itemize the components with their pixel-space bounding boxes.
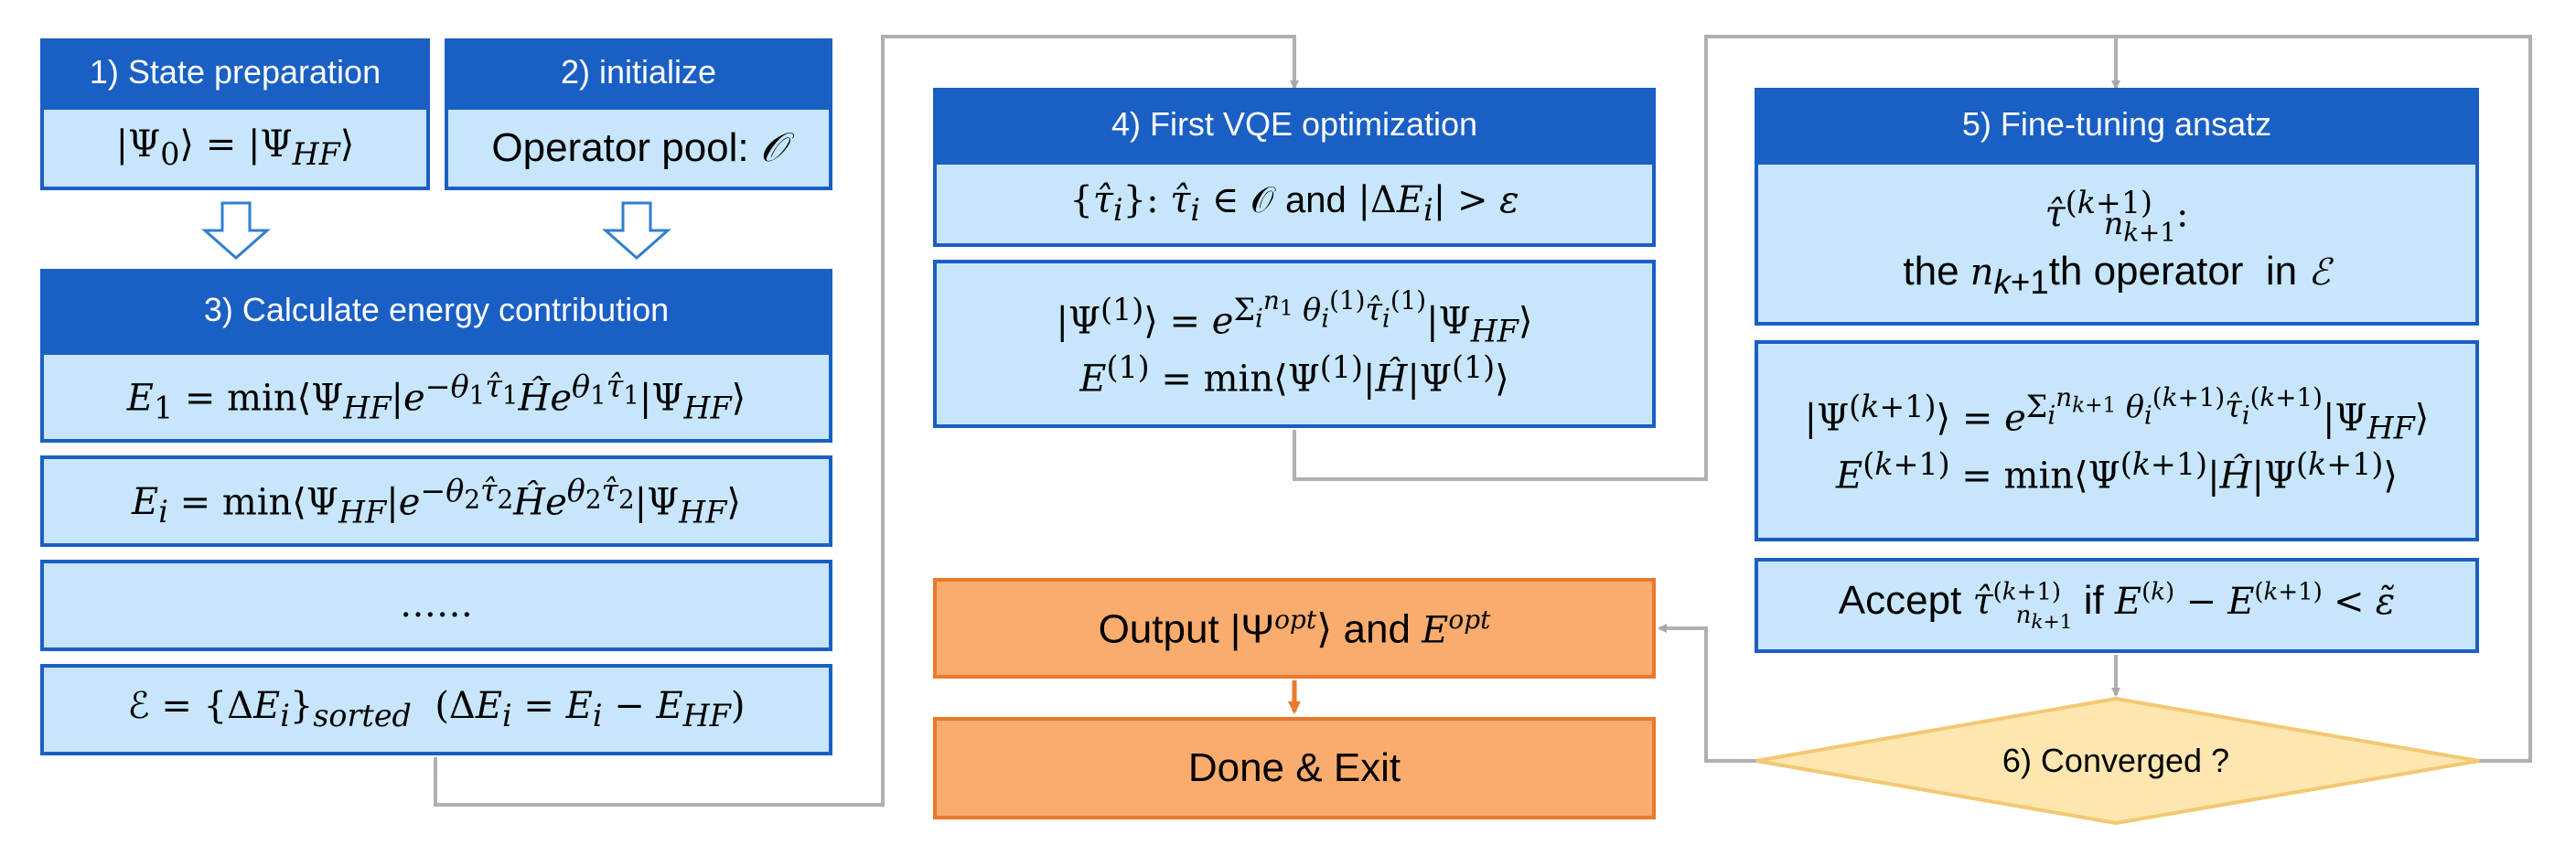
output-label: Output |Ψopt⟩ and Eopt [1098, 604, 1491, 652]
converged-diamond [1755, 696, 2480, 826]
accept-criterion: Accept τ̂(k+1)nk+1 if E(k) − E(k+1) < ε̃ [1838, 577, 2396, 634]
vqe-energy-equation: E(1) = min⟨Ψ(1)|Ĥ|Ψ(1)⟩ [1079, 349, 1509, 401]
energy-ei-equation: Ei = min⟨ΨHF|e−θ2τ̂2Ĥeθ2τ̂2|ΨHF⟩ [132, 472, 741, 530]
connector-6-to-output [1658, 624, 1756, 763]
step3-row-4: ℰ = {ΔEi}sorted (ΔEi = Ei − EHF) [40, 664, 832, 755]
vqe-state-equation: |Ψ(1)⟩ = eΣin1 θi(1)τ̂i(1)|ΨHF⟩ [1056, 285, 1533, 349]
connector-3-to-4 [434, 35, 1299, 807]
next-operator-symbol: τ̂(k+1)nk+1: [2045, 184, 2189, 248]
block-arrow-2 [602, 201, 671, 261]
step1-content: |Ψ0⟩ = |ΨHF⟩ [40, 106, 430, 190]
step2-content: Operator pool: 𝒪 [445, 106, 832, 190]
step4-condition: {τ̂i}: τ̂i ∈ 𝒪 and |ΔEi| > ε [933, 161, 1656, 247]
step5-operator: τ̂(k+1)nk+1: the nk+1th operator in ℰ [1755, 161, 2479, 326]
connector-4-to-5 [1293, 35, 2120, 481]
finetune-energy-equation: E(k+1) = min⟨Ψ(k+1)|Ĥ|Ψ(k+1)⟩ [1836, 446, 2398, 498]
step3-header: 3) Calculate energy contribution [40, 269, 832, 351]
step3-row-2: Ei = min⟨ΨHF|e−θ2τ̂2Ĥeθ2τ̂2|ΨHF⟩ [40, 455, 832, 547]
ellipsis: …… [400, 583, 473, 626]
output-box: Output |Ψopt⟩ and Eopt [933, 578, 1656, 679]
done-exit-box: Done & Exit [933, 717, 1656, 819]
step4-state: |Ψ(1)⟩ = eΣin1 θi(1)τ̂i(1)|ΨHF⟩ E(1) = m… [933, 260, 1656, 428]
converged-label: 6) Converged ? [2002, 742, 2230, 779]
sorted-set-equation: ℰ = {ΔEi}sorted (ΔEi = Ei − EHF) [127, 685, 746, 734]
next-operator-description: the nk+1th operator in ℰ [1903, 249, 2331, 302]
step4-header: 4) First VQE optimization [933, 88, 1656, 161]
finetune-state-equation: |Ψ(k+1)⟩ = eΣink+1 θi(k+1)τ̂i(k+1)|ΨHF⟩ [1804, 382, 2430, 446]
connector-6-loop [2116, 35, 2532, 763]
operator-pool-text: Operator pool: 𝒪 [491, 124, 786, 172]
done-label: Done & Exit [1187, 745, 1401, 790]
step3-row-3: …… [40, 560, 832, 651]
block-arrow-1 [201, 201, 271, 261]
step2-header: 2) initialize [445, 38, 832, 106]
step5-header: 5) Fine-tuning ansatz [1755, 88, 2479, 161]
step5-state: |Ψ(k+1)⟩ = eΣink+1 θi(k+1)τ̂i(k+1)|ΨHF⟩ … [1755, 340, 2479, 541]
operator-selection-condition: {τ̂i}: τ̂i ∈ 𝒪 and |ΔEi| > ε [1069, 179, 1519, 229]
energy-e1-equation: E1 = min⟨ΨHF|e−θ1τ̂1Ĥeθ1τ̂1|ΨHF⟩ [126, 368, 746, 425]
step5-accept: Accept τ̂(k+1)nk+1 if E(k) − E(k+1) < ε̃ [1755, 558, 2479, 653]
initial-state-equation: |Ψ0⟩ = |ΨHF⟩ [115, 123, 355, 173]
step3-row-1: E1 = min⟨ΨHF|e−θ1τ̂1Ĥeθ1τ̂1|ΨHF⟩ [40, 351, 832, 443]
step1-header: 1) State preparation [40, 38, 430, 106]
